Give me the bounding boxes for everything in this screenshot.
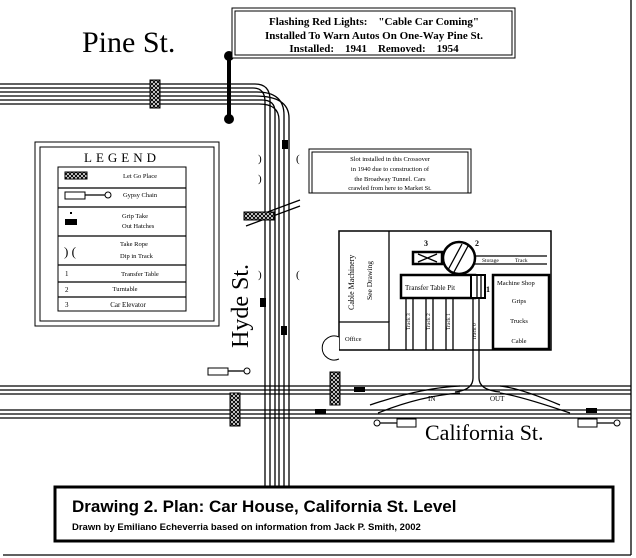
transfer-table: [470, 274, 486, 299]
california-st-label: California St.: [425, 420, 544, 445]
legend-label: Let Go Place: [123, 173, 157, 180]
car-house: Office Cable Machinery See Drawing 3 Sto…: [321, 230, 552, 361]
legend-symbol: 3: [65, 301, 69, 309]
gypsy-chain: [577, 418, 621, 428]
legend-label: Out Hatches: [122, 223, 155, 230]
hyde-st-label: Hyde St.: [228, 264, 254, 348]
grip-hatch: [354, 387, 365, 392]
drawing-credit: Drawn by Emiliano Echeverria based on in…: [72, 522, 421, 533]
svg-text:): ): [258, 173, 262, 185]
grip-hatch: [586, 408, 597, 413]
grip-dot-icon: [70, 212, 72, 214]
legend-label: Take Rope: [120, 241, 148, 248]
cable-label: Cable: [511, 338, 526, 345]
gypsy-chain: [207, 367, 251, 376]
track-label: Track 0: [472, 323, 478, 340]
crossover-note-line: crawled from here to Market St.: [348, 185, 432, 192]
let-go-place: [329, 371, 341, 406]
see-drawing-label: See Drawing: [365, 261, 374, 300]
drawing-title: Drawing 2. Plan: Car House, California S…: [72, 497, 456, 516]
grip-hatch: [282, 140, 288, 149]
office-label: Office: [345, 336, 362, 343]
gypsy-chain-icon: [64, 191, 112, 200]
signal-note-box: Flashing Red Lights: "Cable Car Coming" …: [231, 7, 516, 59]
legend-label: Gypsy Chain: [123, 192, 158, 199]
pine-st-label: Pine St.: [82, 26, 175, 59]
machine-shop: [491, 273, 551, 351]
transfer-table-pit-label: Transfer Table Pit: [405, 284, 455, 292]
grip-hatch: [281, 326, 287, 335]
storage-track-label: Track: [515, 258, 528, 264]
crossover-note-line: Slot installed in this Crossover: [350, 156, 431, 163]
legend-label: Car Elevator: [110, 301, 146, 309]
storage-track-label: Storage: [482, 258, 499, 264]
label-1: 1: [486, 285, 490, 294]
legend-label: Transfer Table: [121, 271, 159, 278]
take-rope-marks: ) ( ) ( ): [258, 153, 300, 281]
crossover-note-line: the Broadway Tunnel. Cars: [354, 176, 426, 183]
let-go-place-icon: [64, 171, 88, 180]
cable-machinery-label: Cable Machinery: [347, 255, 356, 310]
legend-label: Grip Take: [122, 213, 148, 220]
signal-note-line: Installed To Warn Autos On One-Way Pine …: [265, 30, 483, 42]
legend-title: LEGEND: [84, 150, 160, 165]
let-go-place: [229, 392, 241, 427]
svg-text:): ): [258, 153, 262, 165]
svg-text:): ): [258, 269, 262, 281]
legend-label: Dip in Track: [120, 253, 154, 260]
let-go-place-hyde: [243, 211, 275, 221]
frame: [3, 0, 632, 556]
crossover-note-box: Slot installed in this Crossover in 1940…: [308, 148, 472, 194]
grip-hatch: [260, 298, 266, 307]
out-label: OUT: [490, 395, 505, 403]
svg-text:(: (: [296, 269, 300, 281]
track-label: Track 3: [406, 313, 412, 330]
legend-label: Turntable: [112, 286, 137, 293]
track-label: Track 2: [426, 313, 432, 330]
trucks-label: Trucks: [510, 318, 528, 325]
legend-symbol: 1: [65, 270, 69, 278]
label-2: 2: [475, 239, 479, 248]
gypsy-chain: [373, 418, 417, 428]
take-rope-icon: ) (: [64, 244, 76, 259]
title-block: Drawing 2. Plan: Car House, California S…: [53, 485, 615, 543]
grip-hatch-icon: [65, 219, 77, 225]
signal-note-line: Flashing Red Lights: "Cable Car Coming": [269, 16, 479, 28]
crossover-note-line: in 1940 due to construction of: [351, 166, 430, 173]
svg-text:(: (: [296, 153, 300, 165]
grip-hatch: [315, 409, 326, 414]
california-st-tracks: [0, 350, 631, 419]
track-label: Track 1: [446, 313, 452, 330]
pine-st-tracks: [0, 83, 290, 490]
in-label: IN: [428, 395, 435, 403]
legend-symbol: 2: [65, 286, 69, 294]
machine-shop-label: Machine Shop: [497, 280, 535, 287]
signal-note-line: Installed: 1941 Removed: 1954: [289, 43, 459, 55]
grips-label: Grips: [512, 298, 527, 305]
let-go-place-pine: [149, 79, 161, 109]
legend: LEGEND Let Go Place Gypsy Chain Grip Tak…: [34, 141, 220, 327]
label-3: 3: [424, 239, 428, 248]
